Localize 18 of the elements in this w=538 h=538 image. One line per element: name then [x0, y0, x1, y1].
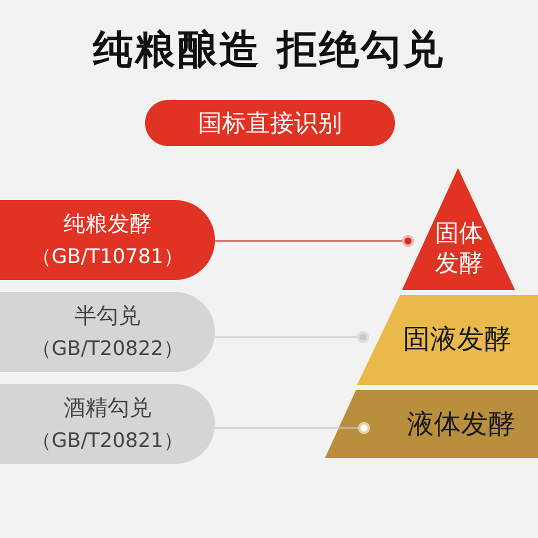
segment-label: 固体发酵 — [434, 218, 484, 278]
segment-label: 液体发酵 — [406, 410, 516, 440]
standard-code: （GB/T20822） — [32, 335, 184, 362]
connector-line — [215, 331, 369, 343]
label-pill — [0, 292, 215, 372]
title: 纯粮酿造 拒绝勾兑 — [92, 26, 446, 75]
pill-title: 酒精勾兑 — [64, 395, 152, 423]
connector-line — [215, 235, 414, 247]
standard-code: （GB/T10781） — [32, 243, 184, 270]
standard-code: （GB/T20821） — [32, 427, 184, 454]
connector-line — [215, 422, 370, 434]
segment-label: 固液发酵 — [402, 325, 512, 355]
pill-label: 国标直接识别 — [198, 108, 342, 139]
label-pill — [0, 384, 215, 464]
label-pill — [0, 200, 215, 280]
pill-title: 纯粮发酵 — [64, 211, 152, 239]
label-pill — [145, 100, 395, 146]
pill-title: 半勾兑 — [74, 303, 140, 331]
